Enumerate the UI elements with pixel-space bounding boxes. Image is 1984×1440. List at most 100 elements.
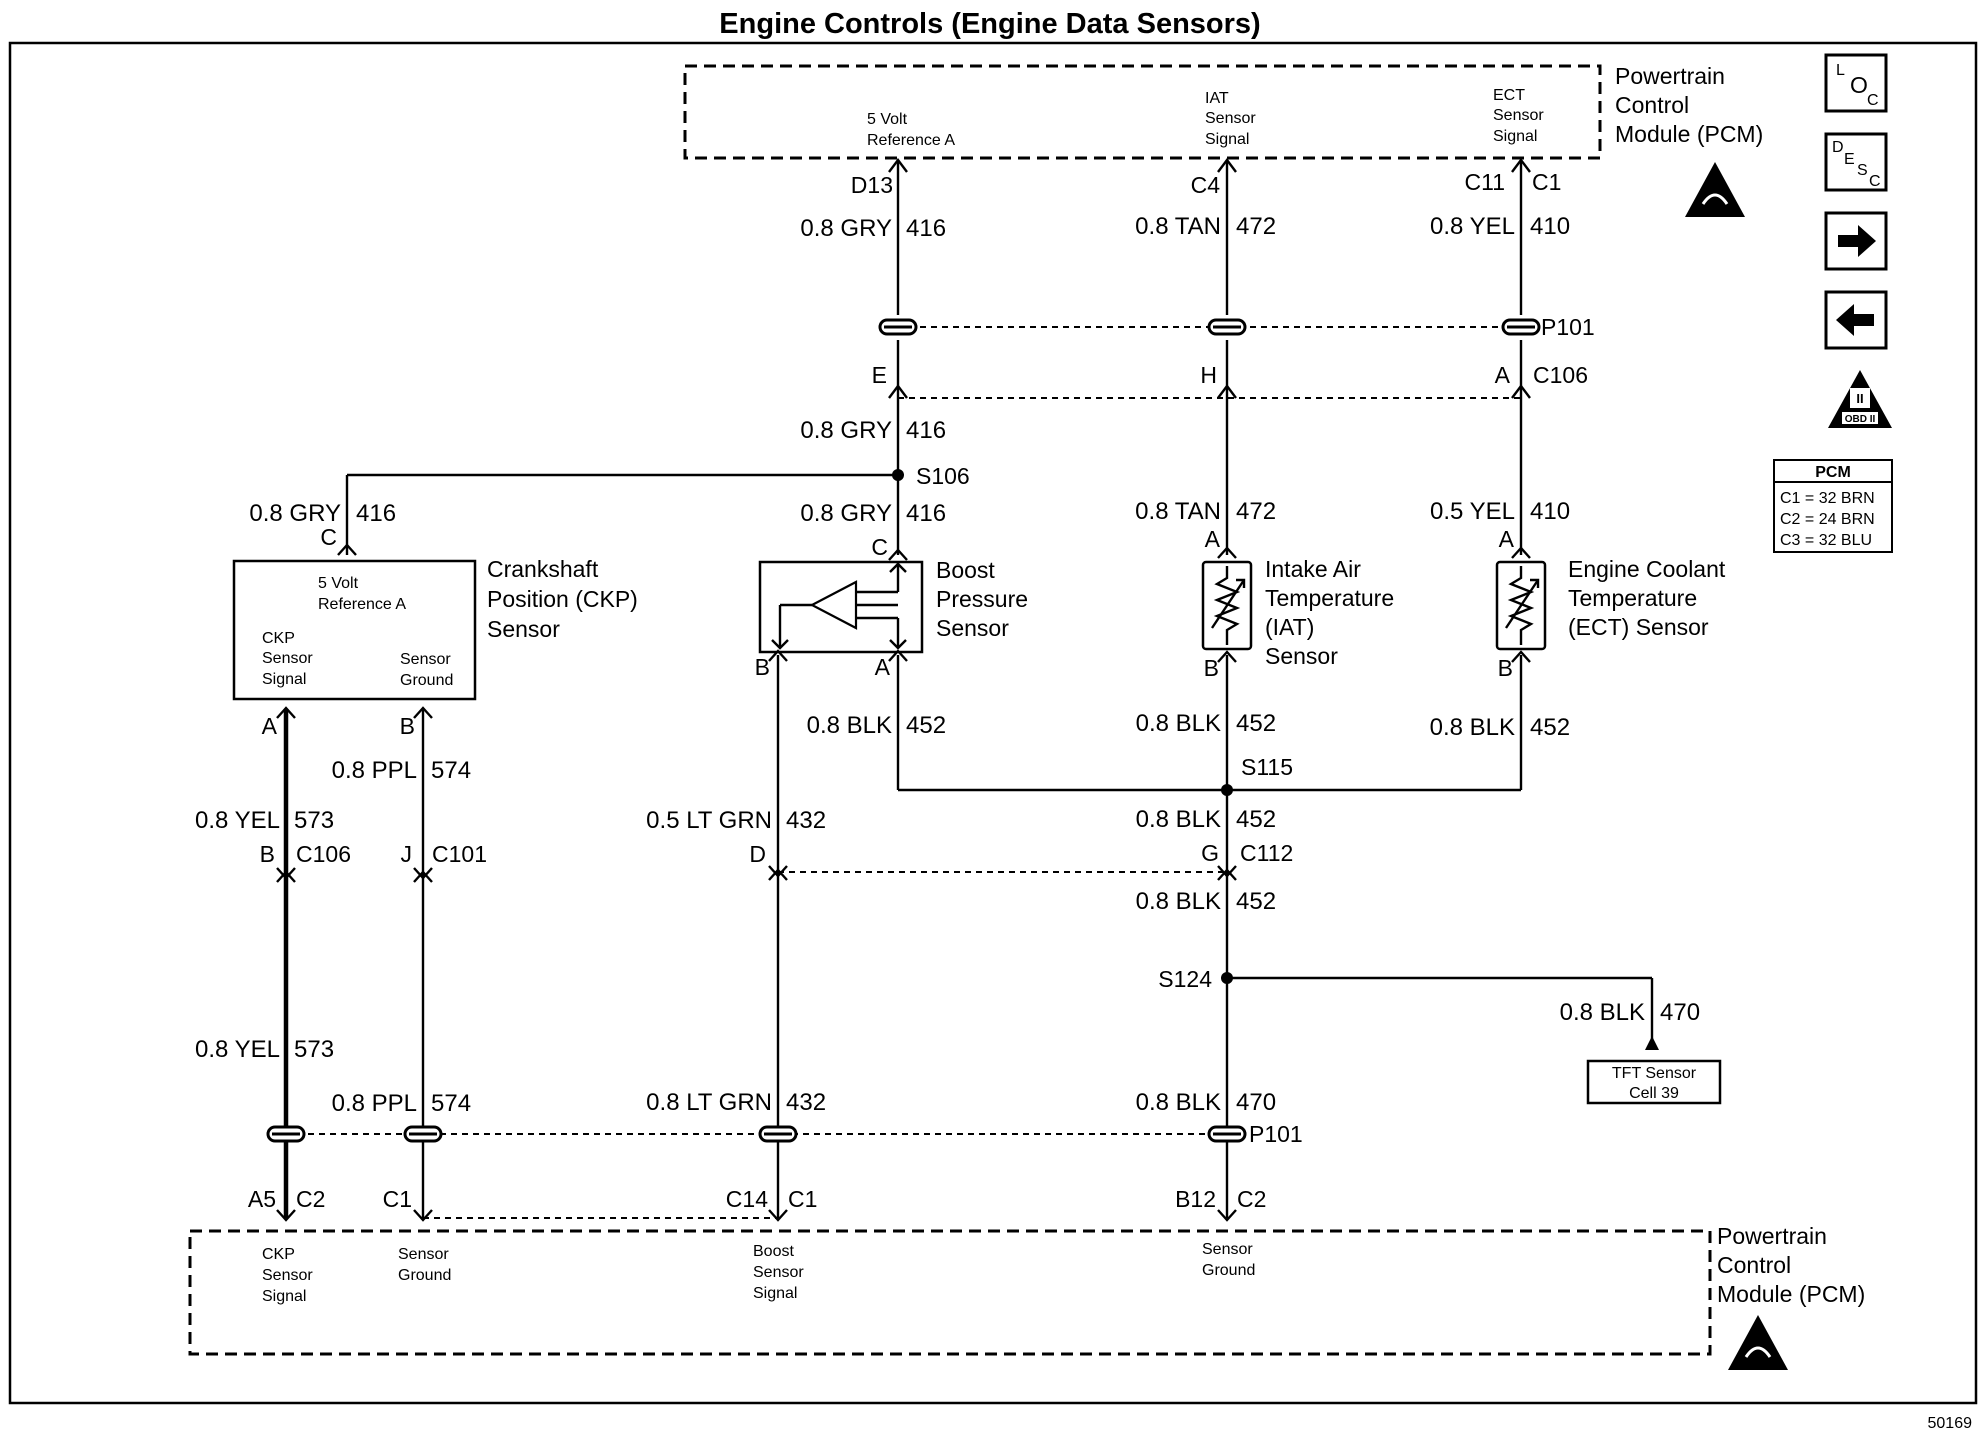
pcm-bottom-ckp-1: CKP (262, 1246, 295, 1263)
obd2-icon-roman: II (1856, 391, 1863, 406)
pcm-bottom-gnd2-2: Ground (1202, 1262, 1255, 1279)
iat-name-4: Sensor (1265, 643, 1338, 669)
ckp-name-2: Position (CKP) (487, 586, 638, 612)
connector-p101-top-label: P101 (1541, 314, 1595, 340)
pin-e: E (872, 362, 887, 388)
loc-icon[interactable]: L O C (1824, 53, 1888, 113)
pcm-top-pin-ect-2: Sensor (1493, 107, 1544, 124)
label-w472-top-gauge: 0.8 TAN (1135, 213, 1221, 240)
pin-c4: C4 (1191, 172, 1221, 198)
ckp-inner-ref-1: 5 Volt (318, 575, 359, 592)
esd-warning-icon (1685, 162, 1745, 217)
label-w416-ckp-circuit: 416 (356, 500, 396, 527)
label-w452-c112-gauge: 0.8 BLK (1136, 888, 1221, 915)
pin-b-ckp: B (400, 713, 415, 739)
prev-arrow-icon[interactable] (1824, 290, 1888, 350)
label-w410-top-gauge: 0.8 YEL (1430, 213, 1515, 240)
ckp-inner-sig-2: Sensor (262, 650, 313, 667)
desc-icon-c: C (1869, 173, 1881, 190)
pin-a-boost: A (875, 654, 891, 680)
pin-a-ckp: A (262, 713, 278, 739)
pcm-bottom-name-3: Module (PCM) (1717, 1281, 1865, 1307)
pin-c-boost: C (871, 534, 888, 560)
ckp-name-3: Sensor (487, 616, 560, 642)
label-w472-low-gauge: 0.8 TAN (1135, 498, 1221, 525)
pcm-bottom-gnd2-1: Sensor (1202, 1241, 1253, 1258)
loc-icon-l: L (1836, 62, 1845, 79)
pcm-top-pin-iat-1: IAT (1205, 90, 1229, 107)
label-w472-low-circuit: 472 (1236, 498, 1276, 525)
connector-c101-label: C101 (432, 841, 487, 867)
boost-name-1: Boost (936, 557, 995, 583)
pcm-top-name-2: Control (1615, 92, 1689, 118)
pin-d13: D13 (851, 172, 893, 198)
label-w452-iat-gauge: 0.8 BLK (1136, 710, 1221, 737)
label-w410-top-circuit: 410 (1530, 213, 1570, 240)
pin-b-iat: B (1204, 655, 1219, 681)
pin-a5: A5 (248, 1186, 276, 1212)
label-w573-b-circuit: 573 (294, 1036, 334, 1063)
next-arrow-icon[interactable] (1824, 211, 1888, 271)
ect-name-2: Temperature (1568, 585, 1697, 611)
connector-p101-bottom-label: P101 (1249, 1121, 1303, 1147)
pin-c11: C11 (1465, 169, 1506, 195)
pin-c2-a: C2 (296, 1186, 325, 1212)
pcm-top-outline (683, 64, 1602, 160)
label-w452-s115-gauge: 0.8 BLK (1136, 806, 1221, 833)
desc-icon-e: E (1844, 151, 1855, 168)
pcm-bottom: CKP Sensor Signal Sensor Ground Boost Se… (188, 1223, 1865, 1370)
figure-id: 50169 (1928, 1415, 1973, 1432)
pcm-top-pin-ect-3: Signal (1493, 128, 1537, 145)
label-w432-b-circuit: 432 (786, 1089, 826, 1116)
label-w470-b-circuit: 470 (1236, 1089, 1276, 1116)
label-w574-a-gauge: 0.8 PPL (332, 757, 417, 784)
label-w470-tft-gauge: 0.8 BLK (1560, 999, 1645, 1026)
connector-p101-top (878, 318, 1541, 336)
pin-c1-gnd: C1 (383, 1186, 412, 1212)
connector-c112-label: C112 (1240, 840, 1293, 866)
connector-c106-top-label: C106 (1533, 362, 1588, 388)
pcm-top-pin-ref-2: Reference A (867, 132, 955, 149)
ect-sensor (1495, 560, 1547, 651)
ckp-inner-gnd-2: Ground (400, 672, 453, 689)
label-w452-boost-gauge: 0.8 BLK (807, 712, 892, 739)
diagram-frame (8, 41, 1978, 1405)
ckp-inner-sig-1: CKP (262, 630, 295, 647)
connector-p101-bottom (266, 1125, 1247, 1143)
label-w472-top-circuit: 472 (1236, 213, 1276, 240)
label-w416-ckp-gauge: 0.8 GRY (249, 500, 341, 527)
pin-d-c112: D (749, 841, 766, 867)
page-title: Engine Controls (Engine Data Sensors) (719, 8, 1260, 40)
pin-b-boost: B (755, 654, 770, 680)
label-w470-tft-circuit: 470 (1660, 999, 1700, 1026)
ckp-inner-ref-2: Reference A (318, 596, 406, 613)
desc-icon-s: S (1857, 162, 1868, 179)
pcm-bottom-boost-3: Signal (753, 1285, 797, 1302)
tft-name-1: TFT Sensor (1612, 1065, 1697, 1082)
connector-c106-low-label: C106 (296, 841, 351, 867)
boost-name-3: Sensor (936, 615, 1009, 641)
splice-s124-label: S124 (1158, 966, 1212, 992)
pin-a-iat: A (1205, 526, 1221, 552)
pcm-bottom-ckp-2: Sensor (262, 1267, 313, 1284)
pcm-table-header: PCM (1815, 464, 1851, 481)
pin-b-ect: B (1498, 655, 1513, 681)
pcm-table-row-2: C2 = 24 BRN (1780, 511, 1875, 528)
ckp-inner-gnd-1: Sensor (400, 651, 451, 668)
label-w574-a-circuit: 574 (431, 757, 471, 784)
desc-icon[interactable]: D E S C (1824, 132, 1888, 192)
pcm-top-pin-ref-1: 5 Volt (867, 111, 908, 128)
pcm-top-pin-ect-1: ECT (1493, 87, 1525, 104)
label-w452-s115-circuit: 452 (1236, 806, 1276, 833)
ckp-inner-sig-3: Signal (262, 671, 306, 688)
connector-c112 (768, 865, 1237, 881)
pcm-bottom-outline (188, 1229, 1712, 1356)
iat-sensor (1201, 560, 1253, 651)
pin-a-ect: A (1499, 526, 1515, 552)
pcm-top-name-1: Powertrain (1615, 63, 1725, 89)
obd2-icon[interactable]: II OBD II (1828, 370, 1892, 428)
pcm-bottom-boost-1: Boost (753, 1243, 794, 1260)
label-w410-low-circuit: 410 (1530, 498, 1570, 525)
label-w574-b-gauge: 0.8 PPL (332, 1090, 417, 1117)
